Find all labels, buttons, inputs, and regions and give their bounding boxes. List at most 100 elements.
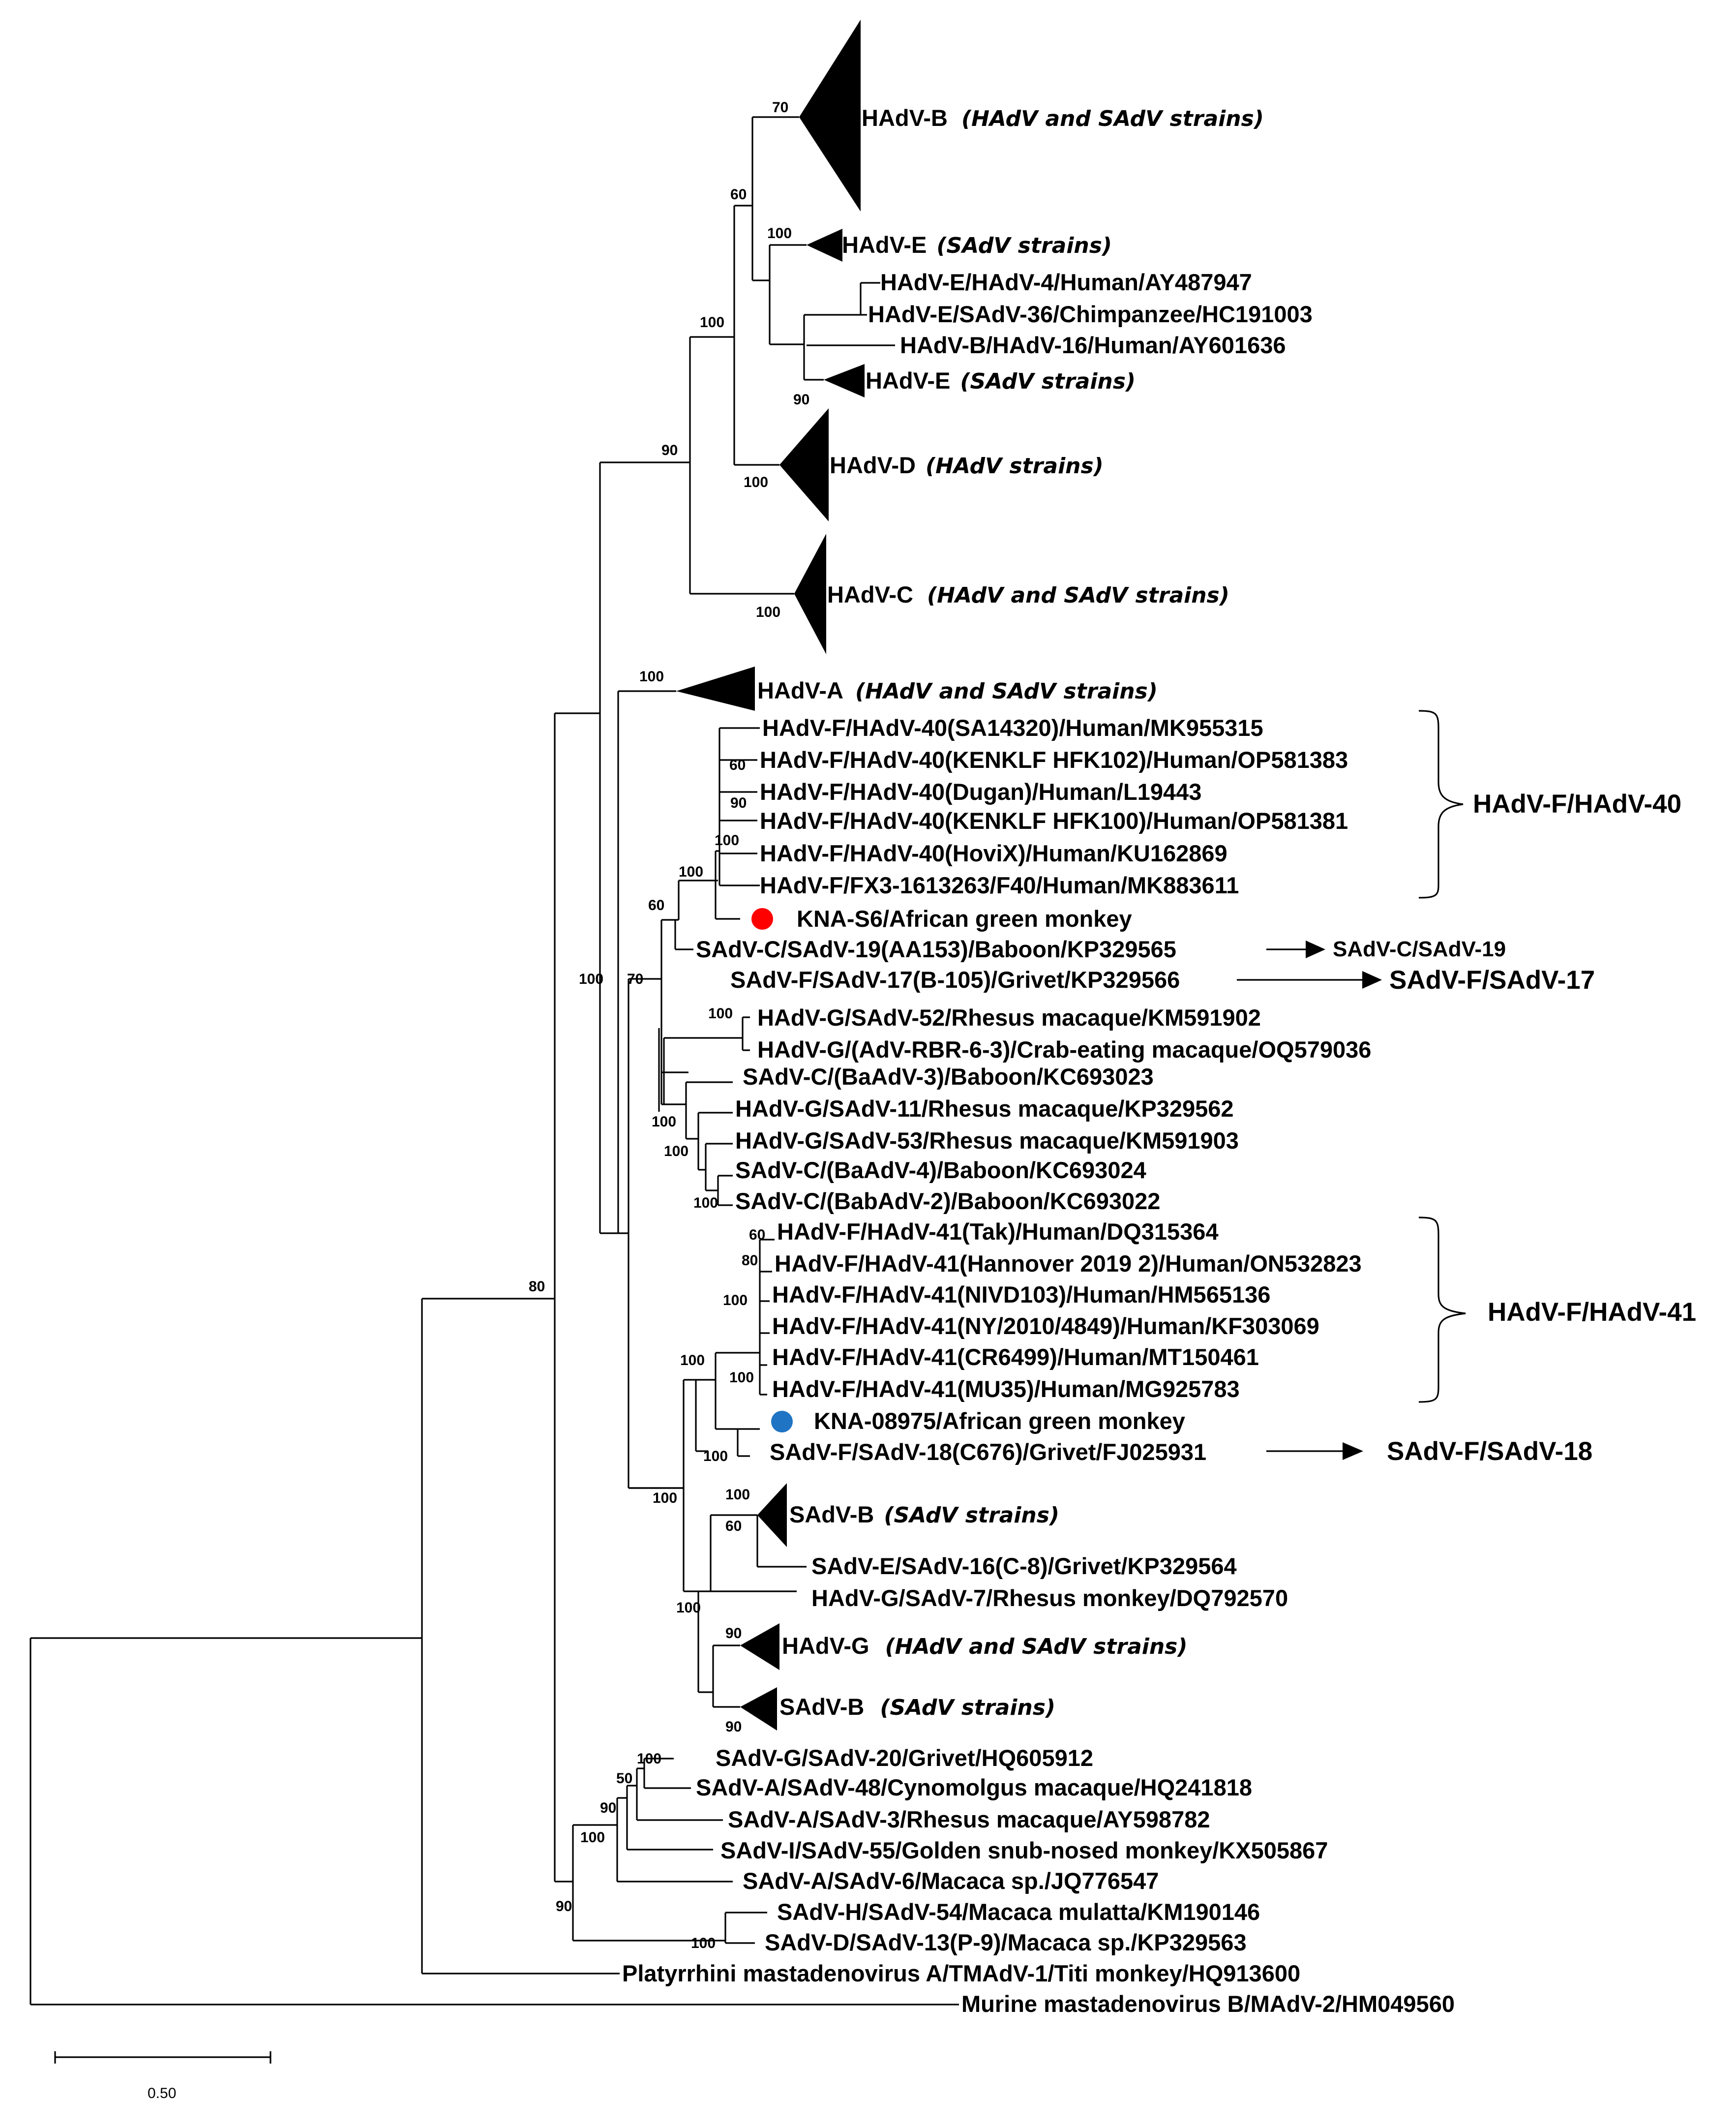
taxon-label: HAdV-F/HAdV-40(KENKLF HFK102)/Human/OP58… <box>760 747 1348 773</box>
kna-s6-marker <box>751 908 773 930</box>
bootstrap-value: 60 <box>730 186 747 203</box>
taxon-label: SAdV-A/SAdV-3/Rhesus macaque/AY598782 <box>728 1806 1210 1832</box>
bootstrap-value: 60 <box>648 897 664 913</box>
taxon-label: SAdV-F/SAdV-17(B-105)/Grivet/KP329566 <box>730 967 1180 993</box>
group-annotations: HAdV-F/HAdV-40 HAdV-F/HAdV-41 SAdV-C/SAd… <box>1237 710 1696 1466</box>
group-label-hadv40: HAdV-F/HAdV-40 <box>1473 790 1681 819</box>
taxon-label: KNA-08975/African green monkey <box>814 1408 1185 1434</box>
taxon-label: HAdV-G/SAdV-11/Rhesus macaque/KP329562 <box>735 1095 1234 1122</box>
taxon-label: HAdV-E/HAdV-4/Human/AY487947 <box>880 269 1252 295</box>
taxon-label: HAdV-F/HAdV-40(HoviX)/Human/KU162869 <box>760 840 1227 866</box>
taxon-label: KNA-S6/African green monkey <box>797 906 1132 932</box>
clade-triangle-hadv-e1 <box>807 229 842 262</box>
bootstrap-value: 100 <box>725 1487 750 1503</box>
bootstrap-value: 90 <box>556 1898 572 1915</box>
bootstrap-value: 60 <box>725 1518 742 1534</box>
hadv41-bracket <box>1418 1216 1466 1403</box>
clade-labels: HAdV-B(HAdV and SAdV strains) HAdV-E(SAd… <box>757 105 1264 1720</box>
bootstrap-value: 80 <box>529 1278 545 1295</box>
clade-label: HAdV-B(HAdV and SAdV strains) <box>862 105 1264 131</box>
taxon-label: HAdV-F/HAdV-41(Tak)/Human/DQ315364 <box>777 1218 1219 1245</box>
taxon-label: SAdV-H/SAdV-54/Macaca mulatta/KM190146 <box>777 1899 1260 1925</box>
taxon-label: HAdV-G/SAdV-52/Rhesus macaque/KM591902 <box>757 1004 1261 1031</box>
taxon-label: SAdV-G/SAdV-20/Grivet/HQ605912 <box>716 1745 1093 1771</box>
bootstrap-value: 90 <box>730 795 747 811</box>
taxon-label: Murine mastadenovirus B/MAdV-2/HM049560 <box>961 1991 1455 2017</box>
clade-triangle-hadv-b <box>799 20 861 212</box>
bootstrap-value: 60 <box>749 1227 765 1243</box>
taxon-label: HAdV-F/FX3-1613263/F40/Human/MK883611 <box>760 872 1239 898</box>
clade-label: HAdV-A(HAdV and SAdV strains) <box>757 677 1158 704</box>
taxon-label: HAdV-G/(AdV-RBR-6-3)/Crab-eating macaque… <box>757 1036 1371 1063</box>
tree-branches <box>30 116 959 2006</box>
taxon-label: SAdV-C/(BaAdV-3)/Baboon/KC693023 <box>743 1064 1154 1090</box>
bootstrap-value: 90 <box>793 392 809 408</box>
clade-triangle-sadv-b2 <box>740 1687 777 1731</box>
bootstrap-value: 100 <box>653 1490 677 1506</box>
scale-bar: 0.50 <box>54 2051 271 2101</box>
clade-label: SAdV-B(SAdV strains) <box>789 1501 1059 1528</box>
taxon-label: SAdV-E/SAdV-16(C-8)/Grivet/KP329564 <box>811 1553 1237 1579</box>
bootstrap-value: 100 <box>723 1292 748 1308</box>
arrowhead-sadv18 <box>1343 1442 1363 1460</box>
taxon-label: HAdV-F/HAdV-40(SA14320)/Human/MK955315 <box>762 715 1263 741</box>
bootstrap-value: 100 <box>680 1352 705 1368</box>
taxon-label: Platyrrhini mastadenovirus A/TMAdV-1/Tit… <box>622 1960 1300 1986</box>
taxon-label: SAdV-I/SAdV-55/Golden snub-nosed monkey/… <box>720 1837 1328 1863</box>
taxon-label: HAdV-E/SAdV-36/Chimpanzee/HC191003 <box>868 301 1313 327</box>
bootstrap-value: 80 <box>742 1252 758 1269</box>
clade-label: HAdV-C(HAdV and SAdV strains) <box>827 581 1229 608</box>
taxon-label: SAdV-A/SAdV-48/Cynomolgus macaque/HQ2418… <box>696 1774 1252 1800</box>
bootstrap-value: 100 <box>729 1369 754 1386</box>
clade-triangle-hadv-a <box>676 667 755 711</box>
bootstrap-value: 90 <box>725 1625 742 1642</box>
clade-triangle-sadv-b1 <box>757 1483 787 1547</box>
bootstrap-value: 100 <box>652 1114 676 1130</box>
bootstrap-value: 100 <box>708 1005 733 1022</box>
clade-label: HAdV-G(HAdV and SAdV strains) <box>782 1633 1187 1659</box>
clade-triangle-hadv-g <box>740 1623 779 1670</box>
group-label-sadv18: SAdV-F/SAdV-18 <box>1387 1437 1592 1466</box>
taxon-label: SAdV-C/SAdV-19(AA153)/Baboon/KP329565 <box>696 936 1176 962</box>
taxon-label: SAdV-D/SAdV-13(P-9)/Macaca sp./KP329563 <box>765 1929 1247 1955</box>
group-label-hadv41: HAdV-F/HAdV-41 <box>1488 1298 1696 1327</box>
bootstrap-value: 50 <box>616 1770 632 1787</box>
arrowhead-sadv17 <box>1362 971 1382 989</box>
bootstrap-value: 100 <box>580 1829 605 1846</box>
bootstrap-value: 100 <box>703 1448 728 1464</box>
taxon-label: HAdV-F/HAdV-40(KENKLF HFK100)/Human/OP58… <box>760 808 1348 834</box>
bootstrap-value: 100 <box>579 971 603 987</box>
bootstrap-value: 100 <box>700 314 724 331</box>
taxon-label: HAdV-F/HAdV-41(Hannover 2019 2)/Human/ON… <box>775 1250 1362 1277</box>
taxon-label: HAdV-B/HAdV-16/Human/AY601636 <box>900 332 1286 358</box>
bootstrap-value: 100 <box>693 1195 718 1211</box>
clade-label: HAdV-D(HAdV strains) <box>830 452 1104 479</box>
clade-triangle-hadv-c <box>794 534 826 654</box>
bootstrap-values: 70 60 100 90 100 100 90 100 100 60 90 10… <box>529 99 809 1951</box>
bootstrap-value: 100 <box>715 832 739 849</box>
clade-label: SAdV-B(SAdV strains) <box>779 1694 1055 1720</box>
bootstrap-value: 100 <box>664 1143 688 1159</box>
bootstrap-value: 100 <box>691 1935 716 1951</box>
bootstrap-value: 100 <box>639 669 664 685</box>
taxon-label: SAdV-A/SAdV-6/Macaca sp./JQ776547 <box>743 1868 1159 1894</box>
group-label-sadv17: SAdV-F/SAdV-17 <box>1389 966 1595 995</box>
scale-bar-label: 0.50 <box>148 2085 176 2101</box>
arrowhead-sadv19 <box>1306 941 1325 958</box>
taxon-label: HAdV-G/SAdV-7/Rhesus monkey/DQ792570 <box>811 1585 1288 1611</box>
taxon-label: SAdV-C/(BaAdV-4)/Baboon/KC693024 <box>735 1157 1146 1183</box>
bootstrap-value: 100 <box>767 225 792 242</box>
clade-triangle-hadv-d <box>779 408 829 521</box>
hadv40-bracket <box>1418 710 1464 899</box>
taxon-label: HAdV-F/HAdV-41(MU35)/Human/MG925783 <box>772 1376 1240 1402</box>
bootstrap-value: 100 <box>637 1751 661 1767</box>
taxon-label: SAdV-F/SAdV-18(C676)/Grivet/FJ025931 <box>770 1439 1206 1465</box>
bootstrap-value: 60 <box>729 757 746 773</box>
clade-triangle-hadv-e2 <box>824 364 865 397</box>
taxon-label: HAdV-F/HAdV-41(CR6499)/Human/MT150461 <box>772 1344 1259 1370</box>
bootstrap-value: 100 <box>676 1600 701 1616</box>
taxon-labels: HAdV-E/HAdV-4/Human/AY487947 HAdV-E/SAdV… <box>622 269 1455 2017</box>
bootstrap-value: 100 <box>679 864 703 880</box>
taxon-label: HAdV-F/HAdV-41(NY/2010/4849)/Human/KF303… <box>772 1313 1319 1339</box>
